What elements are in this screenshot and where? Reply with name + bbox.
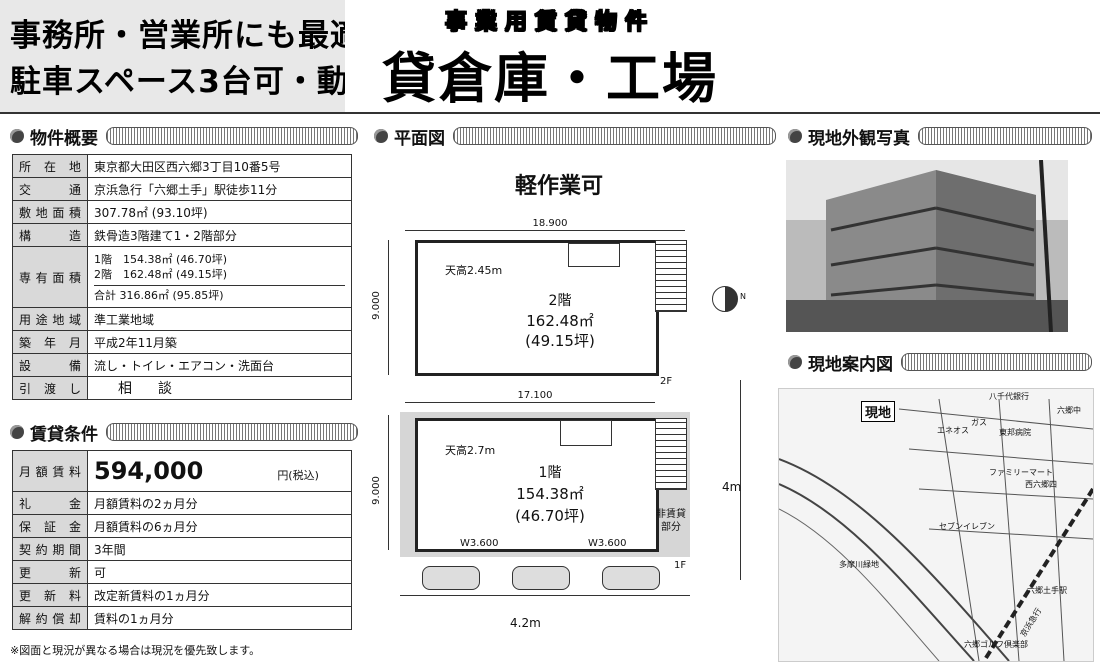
header-banner-right: 事業用賃貸物件 貸倉庫・工場 — [345, 0, 755, 112]
map-graphic — [779, 398, 1093, 661]
bullet-icon — [788, 355, 802, 369]
header-title: 貸倉庫・工場 — [382, 47, 718, 110]
disclaimer-note: ※図面と現況が異なる場合は現況を優先致します。 — [10, 644, 261, 657]
f1-toilet — [560, 420, 612, 446]
f1-height-line — [388, 415, 389, 550]
table-row: 保証金月額賃料の6ヵ月分 — [12, 514, 352, 538]
header-line-1: 事務所・営業所にも最適 — [10, 18, 362, 54]
rent-section-title: 賃貸条件 — [10, 420, 358, 445]
compass-icon — [712, 286, 738, 312]
bullet-icon — [10, 129, 24, 143]
table-row: 所在地東京都大田区西六郷3丁目10番5号 — [12, 154, 352, 178]
compass-label: N — [740, 292, 746, 301]
table-row: 専有面積 1階 154.38㎡ (46.70坪) 2階 162.48㎡ (49.… — [12, 246, 352, 308]
plan-headline: 軽作業可 — [515, 174, 604, 199]
table-row: 構造鉄骨造3階建て1・2階部分 — [12, 223, 352, 247]
f2-stairs — [655, 240, 687, 312]
header-subtitle: 事業用賃貸物件 — [444, 10, 655, 36]
f1-height-dim: 9.000 — [370, 476, 382, 505]
f2-floor-label: 2階 — [548, 293, 572, 309]
f2-width-line — [405, 230, 685, 231]
road-front-width: 4.2m — [510, 616, 541, 630]
f1-floor-label: 1階 — [538, 465, 562, 481]
f2-tsubo: (49.15坪) — [525, 332, 595, 350]
road-front-line — [400, 595, 690, 596]
f1-stairs — [655, 418, 687, 490]
f1-ceiling: 天高2.7m — [445, 444, 496, 457]
area-total: 合計 316.86㎡ (95.85坪) — [94, 284, 345, 303]
overview-section-title: 物件概要 — [10, 124, 358, 149]
f2-ceiling: 天高2.45m — [445, 264, 503, 277]
road-side-width: 4m — [722, 480, 742, 494]
bullet-icon — [10, 425, 24, 439]
f1-shutter-right: W3.600 — [588, 538, 627, 549]
map-section-title: 現地案内図 — [788, 350, 1092, 375]
table-row: 引渡し相 談 — [12, 376, 352, 400]
f2-width-dim: 18.900 — [532, 218, 568, 229]
header-line-2: 駐車スペース3台可・動力有 — [10, 64, 413, 100]
f2-toilet — [568, 243, 620, 267]
f2-height-line — [388, 240, 389, 375]
monthly-rent-unit: 円(税込) — [277, 469, 319, 482]
overview-table: 所在地東京都大田区西六郷3丁目10番5号 交通京浜急行「六郷土手」駅徒歩11分 … — [12, 154, 352, 400]
f1-width-line — [405, 402, 655, 403]
car-icon — [422, 566, 480, 590]
photo-section-title: 現地外観写真 — [788, 124, 1092, 149]
f2-tag: 2F — [660, 376, 673, 387]
table-row: 築年月平成2年11月築 — [12, 330, 352, 354]
site-label: 現地 — [861, 401, 896, 422]
f1-tag: 1F — [674, 560, 687, 571]
car-icon — [512, 566, 570, 590]
f2-area: 162.48㎡ — [526, 312, 594, 330]
f1-tsubo: (46.70坪) — [515, 507, 585, 525]
building-photo — [786, 160, 1068, 332]
table-row: 更新可 — [12, 560, 352, 584]
f1-excluded-area: 非賃貸部分 — [656, 509, 686, 533]
table-row: 設備流し・トイレ・エアコン・洗面台 — [12, 353, 352, 377]
table-row: 解約償却賃料の1ヵ月分 — [12, 606, 352, 630]
bullet-icon — [374, 129, 388, 143]
f1-shutter-left: W3.600 — [460, 538, 499, 549]
area-floor1: 1階 154.38㎡ (46.70坪) — [94, 252, 228, 266]
f1-area: 154.38㎡ — [516, 485, 584, 503]
f2-floor-outline — [415, 240, 659, 376]
plan-section-title: 平面図 — [374, 124, 776, 149]
table-row: 更新料改定新賃料の1ヵ月分 — [12, 583, 352, 607]
header-divider — [0, 112, 1100, 114]
road-side-line — [740, 380, 741, 580]
table-row: 交通京浜急行「六郷土手」駅徒歩11分 — [12, 177, 352, 201]
header-banner-left: 事務所・営業所にも最適 駐車スペース3台可・動力有 — [0, 0, 412, 112]
f1-width-dim: 17.100 — [517, 390, 553, 401]
area-map: 現地 八千代銀行 六郷中 エネオス ガス 東邦病院 ファミリーマート 西六郷四 … — [778, 388, 1094, 662]
area-floor2: 2階 162.48㎡ (49.15坪) — [94, 267, 228, 281]
f2-height-dim: 9.000 — [370, 291, 382, 320]
table-row: 用途地域準工業地域 — [12, 307, 352, 331]
bullet-icon — [788, 129, 802, 143]
monthly-rent-value: 594,000 — [94, 457, 204, 485]
car-icon — [602, 566, 660, 590]
table-row: 礼金月額賃料の2ヵ月分 — [12, 491, 352, 515]
